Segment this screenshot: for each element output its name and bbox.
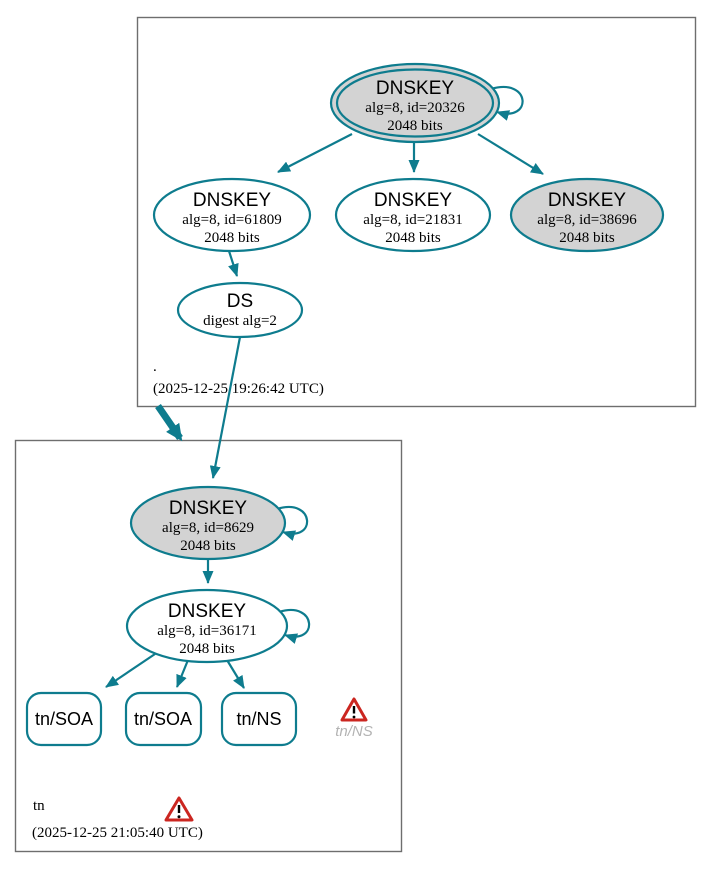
node-bits: 2048 bits [387,118,443,134]
node-bits: 2048 bits [180,538,236,554]
node-label: DNSKEY [548,190,626,211]
node-dnskey-38696: DNSKEY alg=8, id=38696 2048 bits [509,177,665,253]
warning-icon [340,697,368,722]
node-bits: 2048 bits [559,230,615,246]
node-rrset-tn-ns: tn/NS [220,691,298,747]
node-alg: alg=8, id=38696 [537,212,637,228]
rrset-label: tn/NS [236,709,281,729]
edge-ksk20326-to-zsk61809 [277,133,353,173]
zone-timestamp-root: (2025-12-25 19:26:42 UTC) [153,381,324,397]
node-ellipse [129,485,287,561]
node-dnskey-61809: DNSKEY alg=8, id=61809 2048 bits [152,177,312,253]
zone-box-tn [14,439,403,853]
node-ellipse [334,177,492,253]
node-alg: alg=8, id=61809 [182,212,281,228]
node-bits: 2048 bits [385,230,441,246]
edge-ksk8629-self-loop [276,506,309,541]
edge-ksk20326-to-zsk38696 [477,133,544,175]
node-bits: 2048 bits [204,230,260,246]
edge-zsk36171-to-tnsoa2 [175,659,190,688]
node-ellipse [152,177,312,253]
node-dnskey-ksk-20326: DNSKEY alg=8, id=20326 2048 bits [329,62,501,144]
rrset-label: tn/SOA [134,709,192,729]
rrset-rect [220,691,298,747]
node-rrset-tn-soa-2: tn/SOA [124,691,203,747]
edge-zsk36171-to-tnsoa1 [105,653,156,688]
ksk-inner-ellipse [335,68,495,138]
node-alg: alg=8, id=20326 [365,100,465,116]
zone-box-root [136,16,697,408]
node-alg: alg=8, id=8629 [162,520,254,536]
edge-delegation-root-to-tn [155,404,183,442]
edge-ds-to-ksk8629 [209,336,242,479]
rrset-label: tn/SOA [35,709,93,729]
node-dnskey-21831: DNSKEY alg=8, id=21831 2048 bits [334,177,492,253]
edge-zsk36171-self-loop [278,609,311,644]
node-bits: 2048 bits [179,641,235,657]
node-rrset-tn-soa-1: tn/SOA [25,691,103,747]
rrset-rect [25,691,103,747]
warning-rrset-tn-ns: tn/NS [335,697,373,740]
rrset-rect [124,691,203,747]
edge-ksk20326-self-loop [490,86,524,121]
node-ds: DS digest alg=2 [176,281,304,339]
node-alg: alg=8, id=21831 [363,212,462,228]
node-label: DNSKEY [169,498,247,519]
zone-name-tn: tn [33,798,45,814]
node-alg: alg=8, id=36171 [157,623,256,639]
node-ellipse [509,177,665,253]
zone-warning-icon [164,796,194,822]
node-detail: digest alg=2 [203,313,277,329]
node-label: DNSKEY [193,190,271,211]
node-label: DNSKEY [168,601,246,622]
edge-zsk36171-to-tnns [226,659,245,689]
node-ellipse [176,281,304,339]
node-label: DS [227,291,253,312]
ksk-outer-ellipse [329,62,501,144]
node-dnskey-36171: DNSKEY alg=8, id=36171 2048 bits [125,588,289,664]
zone-name-root: . [153,359,157,375]
node-label: DNSKEY [376,78,454,99]
warning-rrset-label: tn/NS [335,723,373,740]
node-ellipse [125,588,289,664]
node-label: DNSKEY [374,190,452,211]
edge-zsk61809-to-ds [227,250,239,277]
node-dnskey-ksk-8629: DNSKEY alg=8, id=8629 2048 bits [129,485,287,561]
zone-timestamp-tn: (2025-12-25 21:05:40 UTC) [32,825,203,841]
